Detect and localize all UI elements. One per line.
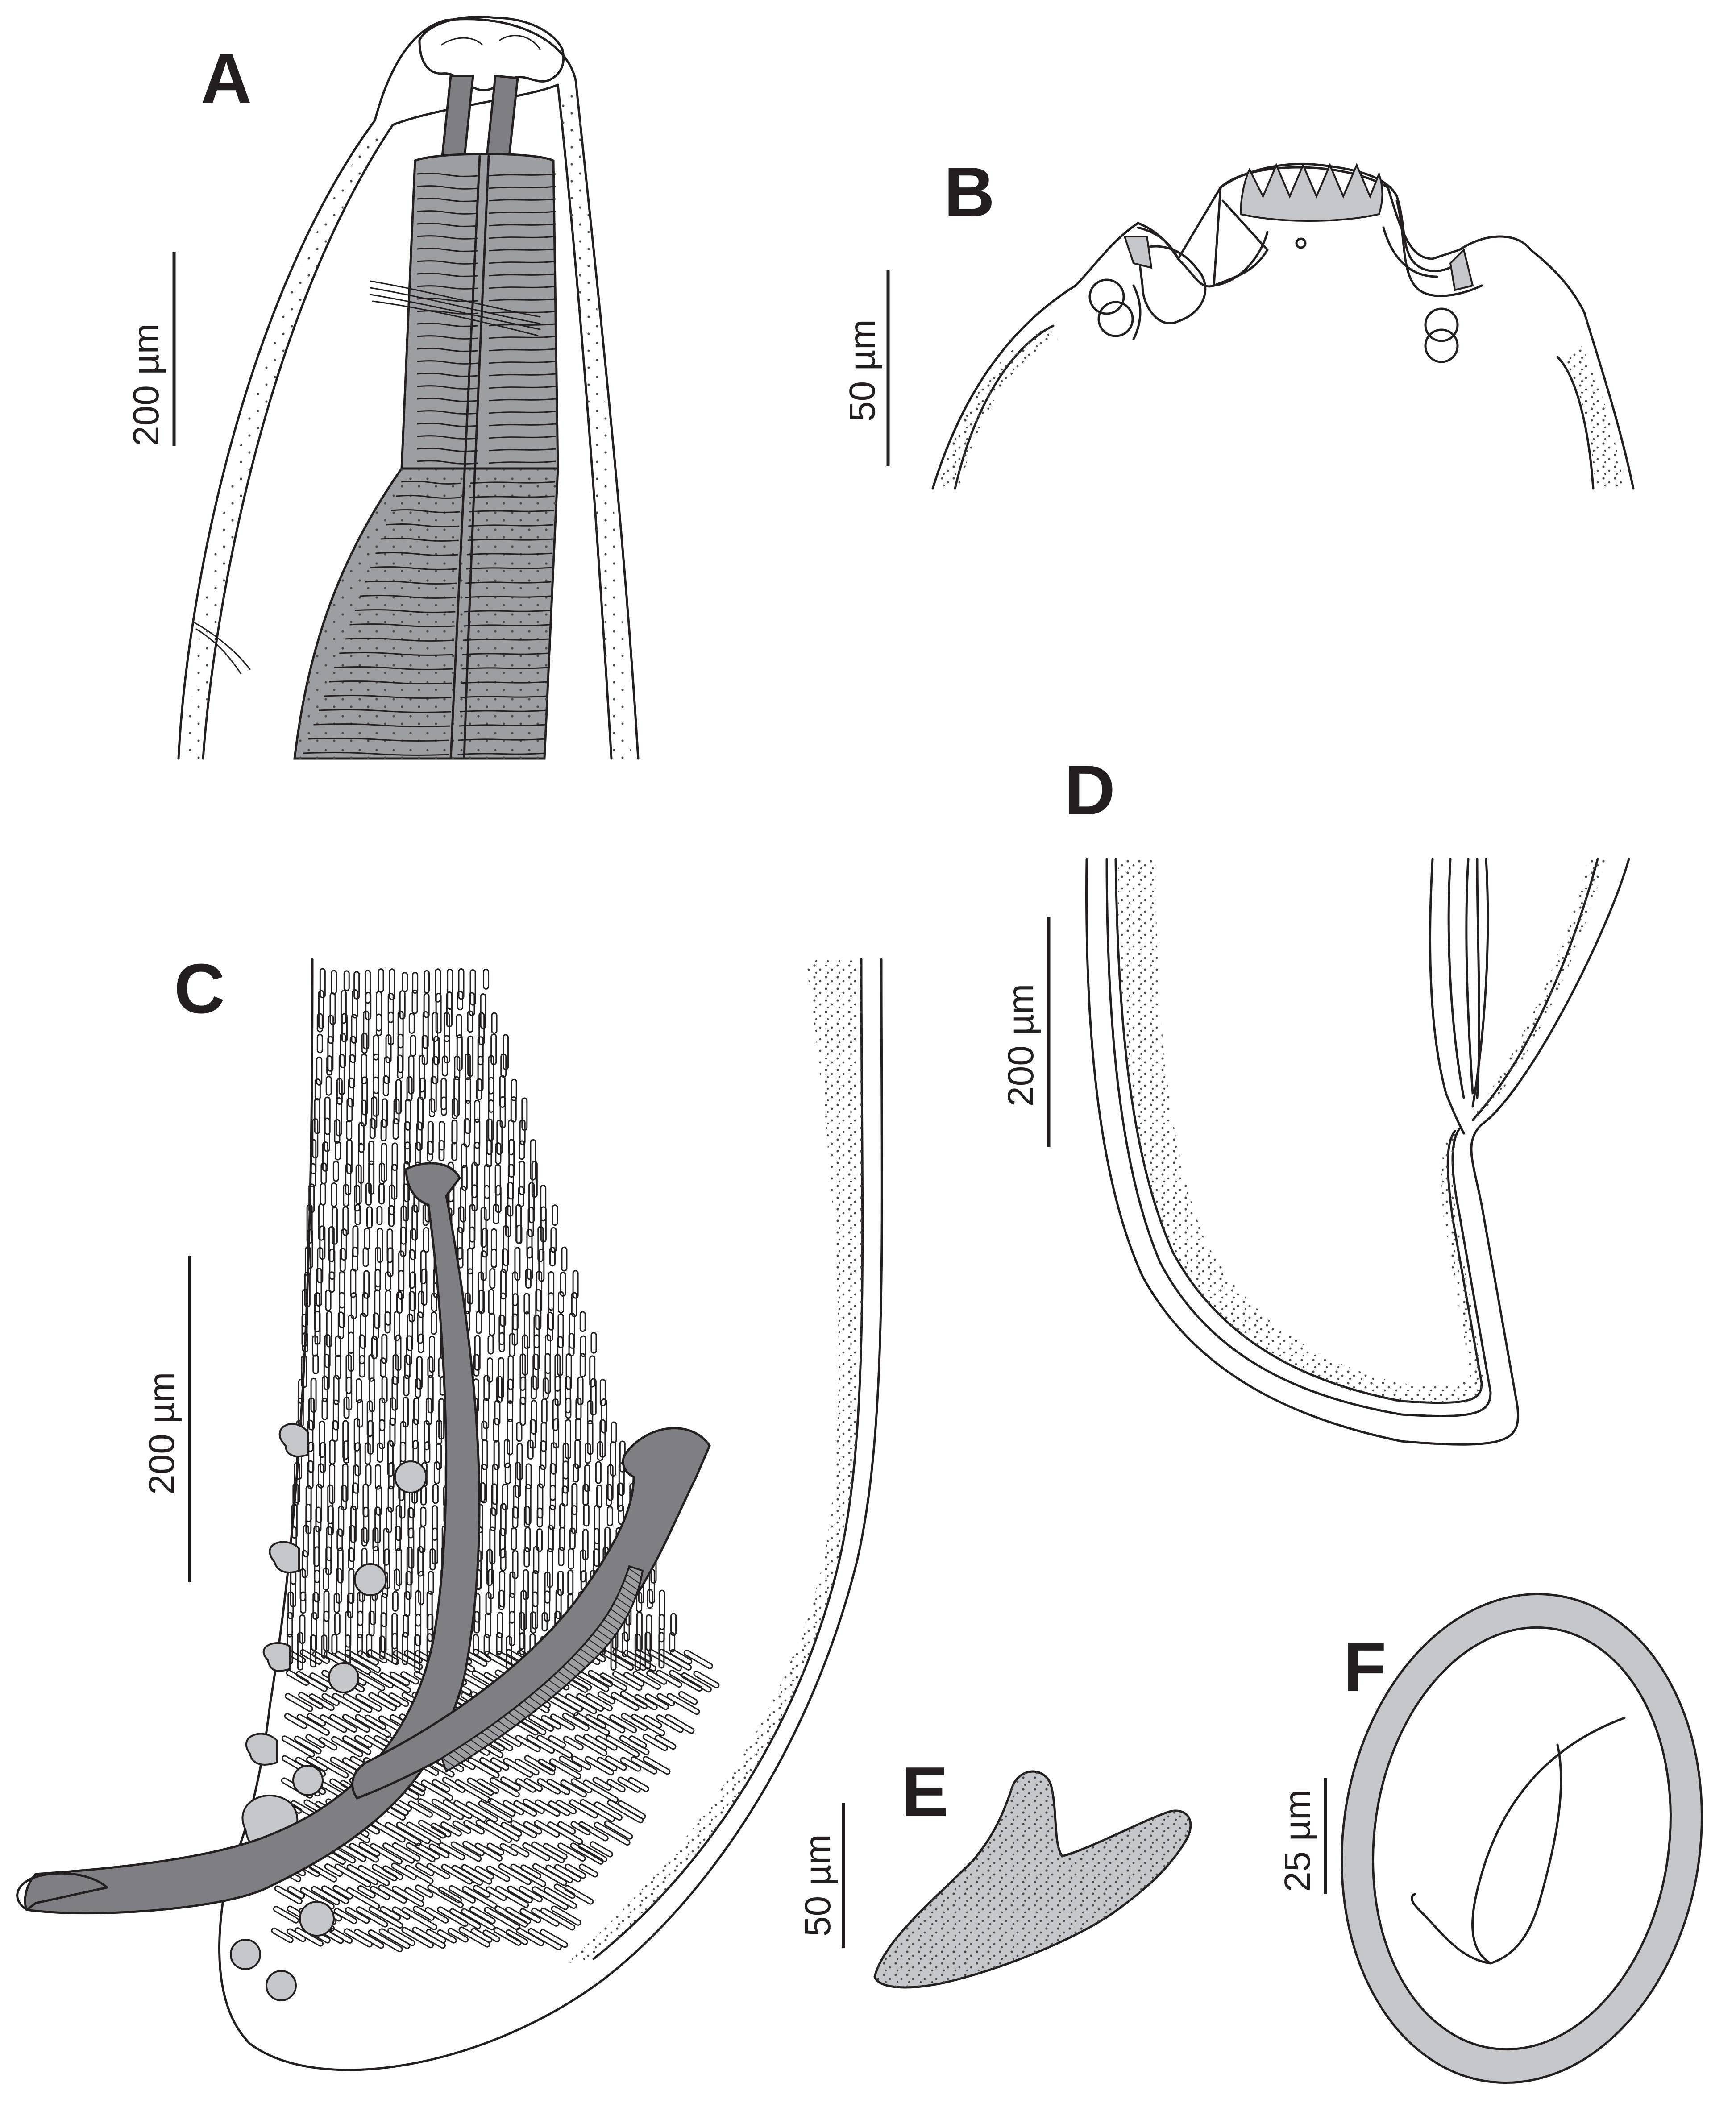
panel-f-label: F <box>1343 1628 1387 1706</box>
panel-e-label: E <box>901 1753 948 1831</box>
panel-e-scale-label: 50 µm <box>797 1834 838 1937</box>
panel-b-scale-label: 50 µm <box>842 319 883 422</box>
panel-d-scale-label: 200 µm <box>1001 984 1041 1107</box>
panel-c: 200 µm C <box>16 950 883 2071</box>
panel-f: 25 µm F <box>1277 1593 1703 2084</box>
panel-b: 50 µm B <box>842 153 1635 490</box>
panel-b-label: B <box>944 153 995 232</box>
panel-c-label: C <box>174 950 225 1028</box>
panel-a-label: A <box>201 39 252 118</box>
panel-a: 200 µm A <box>126 16 640 760</box>
panel-d: 200 µm D <box>1001 751 1630 1446</box>
panel-a-scale-label: 200 µm <box>126 324 166 446</box>
panel-d-label: D <box>1064 751 1115 830</box>
panel-c-scale-label: 200 µm <box>141 1372 182 1495</box>
panel-f-scale-label: 25 µm <box>1277 1789 1318 1892</box>
panel-e: 50 µm E <box>797 1753 1192 1989</box>
